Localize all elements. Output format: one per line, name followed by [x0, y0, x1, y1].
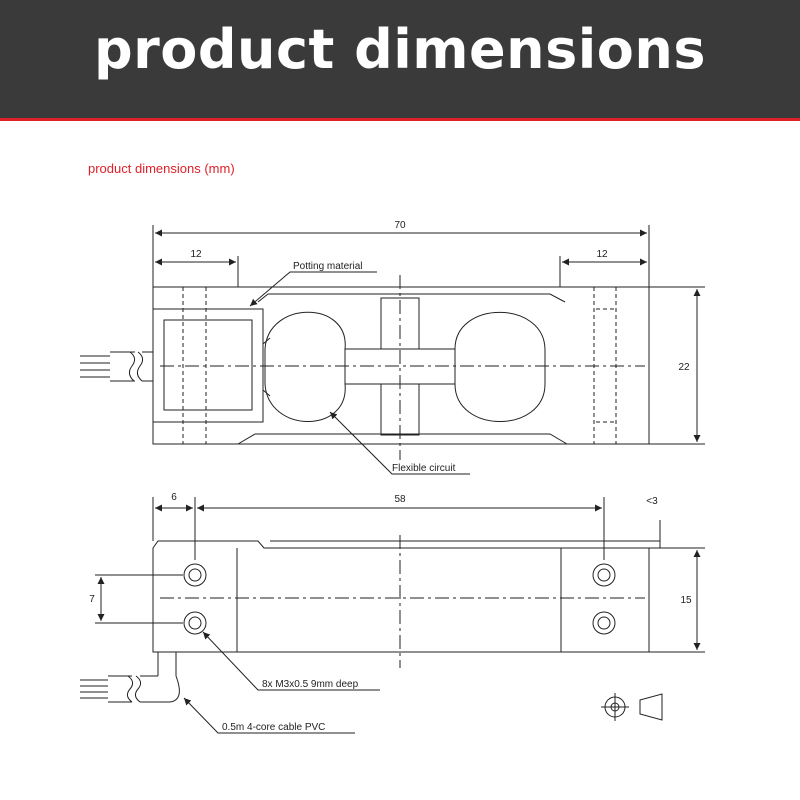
potting-block-inner [163, 319, 253, 411]
top-view [80, 225, 705, 475]
side-view-body [152, 540, 650, 653]
flexure-top [380, 297, 420, 350]
top-extension-lines [152, 225, 650, 287]
header-bar [0, 0, 800, 118]
side-extension-lines [152, 497, 605, 560]
dim-hole-span: 58 [394, 494, 406, 505]
flex-leader [329, 411, 470, 475]
dim-hole-pitch: 7 [89, 594, 95, 605]
pitch-extension-lines [95, 574, 183, 624]
flexible-circuit-label: Flexible circuit [392, 463, 456, 474]
potting-label: Potting material [293, 261, 362, 272]
top-bevel [257, 293, 566, 303]
cutout-joins [262, 337, 271, 397]
potting-leader [249, 271, 377, 307]
dim-left-offset: 12 [190, 249, 202, 260]
header-accent-line [0, 118, 800, 121]
dim-lip: <3 [646, 496, 658, 507]
thread-label: 8x M3x0.5 9mm deep [262, 679, 359, 690]
height-extension-lines [649, 286, 705, 445]
top-cable [80, 351, 153, 382]
dim-right-offset: 12 [596, 249, 608, 260]
top-view-body [152, 286, 650, 445]
cable-leader [183, 697, 355, 734]
binocular-cutout [264, 311, 546, 422]
dim-side-left-offset: 6 [171, 492, 177, 503]
side-cable [80, 652, 180, 703]
dim-height: 22 [678, 362, 690, 373]
projection-symbol-icon [601, 693, 663, 721]
page-title: product dimensions [94, 18, 706, 81]
bottom-bevel [237, 433, 568, 445]
drawing-subtitle: product dimensions (mm) [88, 161, 235, 176]
side-view [80, 497, 705, 734]
end-block-lines [236, 548, 562, 652]
cable-label: 0.5m 4-core cable PVC [222, 722, 325, 733]
side-height-extension-lines [649, 547, 705, 653]
dim-overall-length: 70 [394, 220, 406, 231]
dim-side-height: 15 [680, 595, 692, 606]
mount-holes [183, 563, 616, 635]
thread-leader [202, 631, 380, 691]
